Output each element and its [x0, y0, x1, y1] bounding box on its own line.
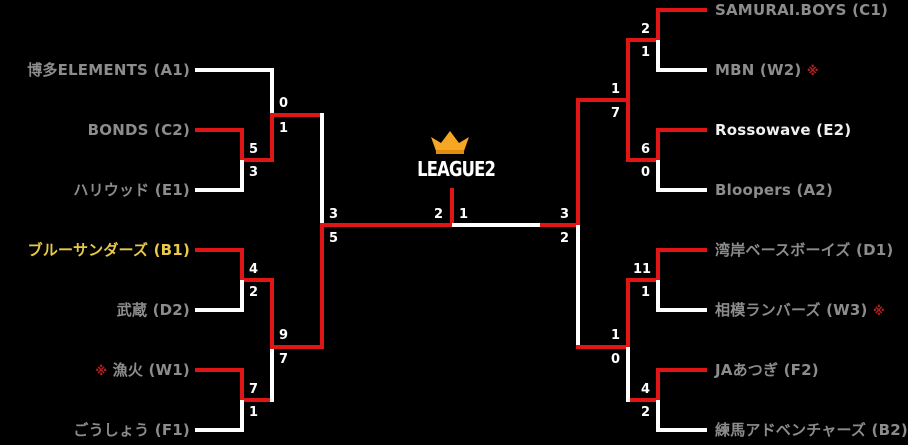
team-name: BONDS (C2) [87, 121, 190, 139]
team-w2[interactable]: MBN (W2) ※ [715, 61, 819, 80]
team-e1[interactable]: ハリウッド (E1) [73, 181, 190, 199]
score: 1 [279, 121, 289, 136]
team-name: 相模ランバーズ (W3) [715, 301, 868, 319]
score: 4 [641, 382, 651, 397]
team-name: ブルーサンダーズ (B1) [27, 241, 190, 259]
score: 1 [641, 45, 651, 60]
team-w1[interactable]: ※ 漁火 (W1) [95, 361, 190, 380]
team-d1[interactable]: 湾岸ベースボーイズ (D1) [715, 241, 893, 259]
score: 1 [611, 328, 621, 343]
score: 7 [249, 382, 259, 397]
team-name: Rossowave (E2) [715, 121, 852, 139]
score: 7 [611, 106, 621, 121]
score: 1 [459, 207, 469, 222]
score: 6 [641, 142, 651, 157]
score: 4 [249, 262, 259, 277]
note-mark: ※ [806, 64, 819, 78]
team-f2[interactable]: JAあつぎ (F2) [715, 361, 819, 379]
score: 2 [560, 231, 570, 246]
team-name: 湾岸ベースボーイズ (D1) [715, 241, 894, 259]
team-c1[interactable]: SAMURAI.BOYS (C1) [715, 1, 888, 19]
score: 2 [641, 22, 651, 37]
team-name: 武蔵 (D2) [116, 301, 190, 319]
team-a2[interactable]: Bloopers (A2) [715, 181, 833, 199]
team-b1[interactable]: ブルーサンダーズ (B1) [28, 241, 190, 259]
score: 2 [249, 285, 259, 300]
note-mark: ※ [873, 304, 885, 318]
score: 3 [249, 165, 259, 180]
team-d2[interactable]: 武蔵 (D2) [117, 301, 190, 319]
crown-icon [431, 131, 469, 154]
score: 5 [249, 142, 259, 157]
note-mark: ※ [95, 364, 108, 378]
score: 0 [279, 96, 289, 111]
team-e2[interactable]: Rossowave (E2) [715, 121, 851, 139]
score: 9 [279, 328, 289, 343]
team-name: 練馬アドベンチャーズ (B2) [715, 421, 908, 439]
score: 11 [633, 262, 652, 277]
team-name: JAあつぎ (F2) [715, 361, 819, 379]
score: 0 [611, 352, 621, 367]
score: 1 [249, 405, 259, 420]
team-name: MBN (W2) [715, 61, 802, 79]
team-name: Bloopers (A2) [715, 181, 834, 199]
score: 0 [641, 165, 651, 180]
team-w3[interactable]: 相模ランバーズ (W3) ※ [715, 301, 885, 320]
score: 2 [434, 207, 444, 222]
team-c2[interactable]: BONDS (C2) [88, 121, 190, 139]
team-b2[interactable]: 練馬アドベンチャーズ (B2) [715, 421, 908, 439]
score: 5 [329, 231, 339, 246]
team-name: 博多ELEMENTS (A1) [27, 61, 190, 79]
score: 1 [611, 82, 621, 97]
score: 3 [329, 207, 339, 222]
league-title: LEAGUE2 [417, 157, 496, 181]
team-a1[interactable]: 博多ELEMENTS (A1) [27, 61, 190, 79]
score: 2 [641, 405, 651, 420]
team-name: ハリウッド (E1) [73, 181, 190, 199]
score: 3 [560, 207, 570, 222]
score: 1 [641, 285, 651, 300]
team-name: SAMURAI.BOYS (C1) [715, 1, 889, 19]
team-f1[interactable]: ごうしょう (F1) [73, 421, 190, 439]
team-name: 漁火 (W1) [112, 361, 190, 379]
score: 7 [279, 352, 289, 367]
team-name: ごうしょう (F1) [73, 421, 190, 439]
